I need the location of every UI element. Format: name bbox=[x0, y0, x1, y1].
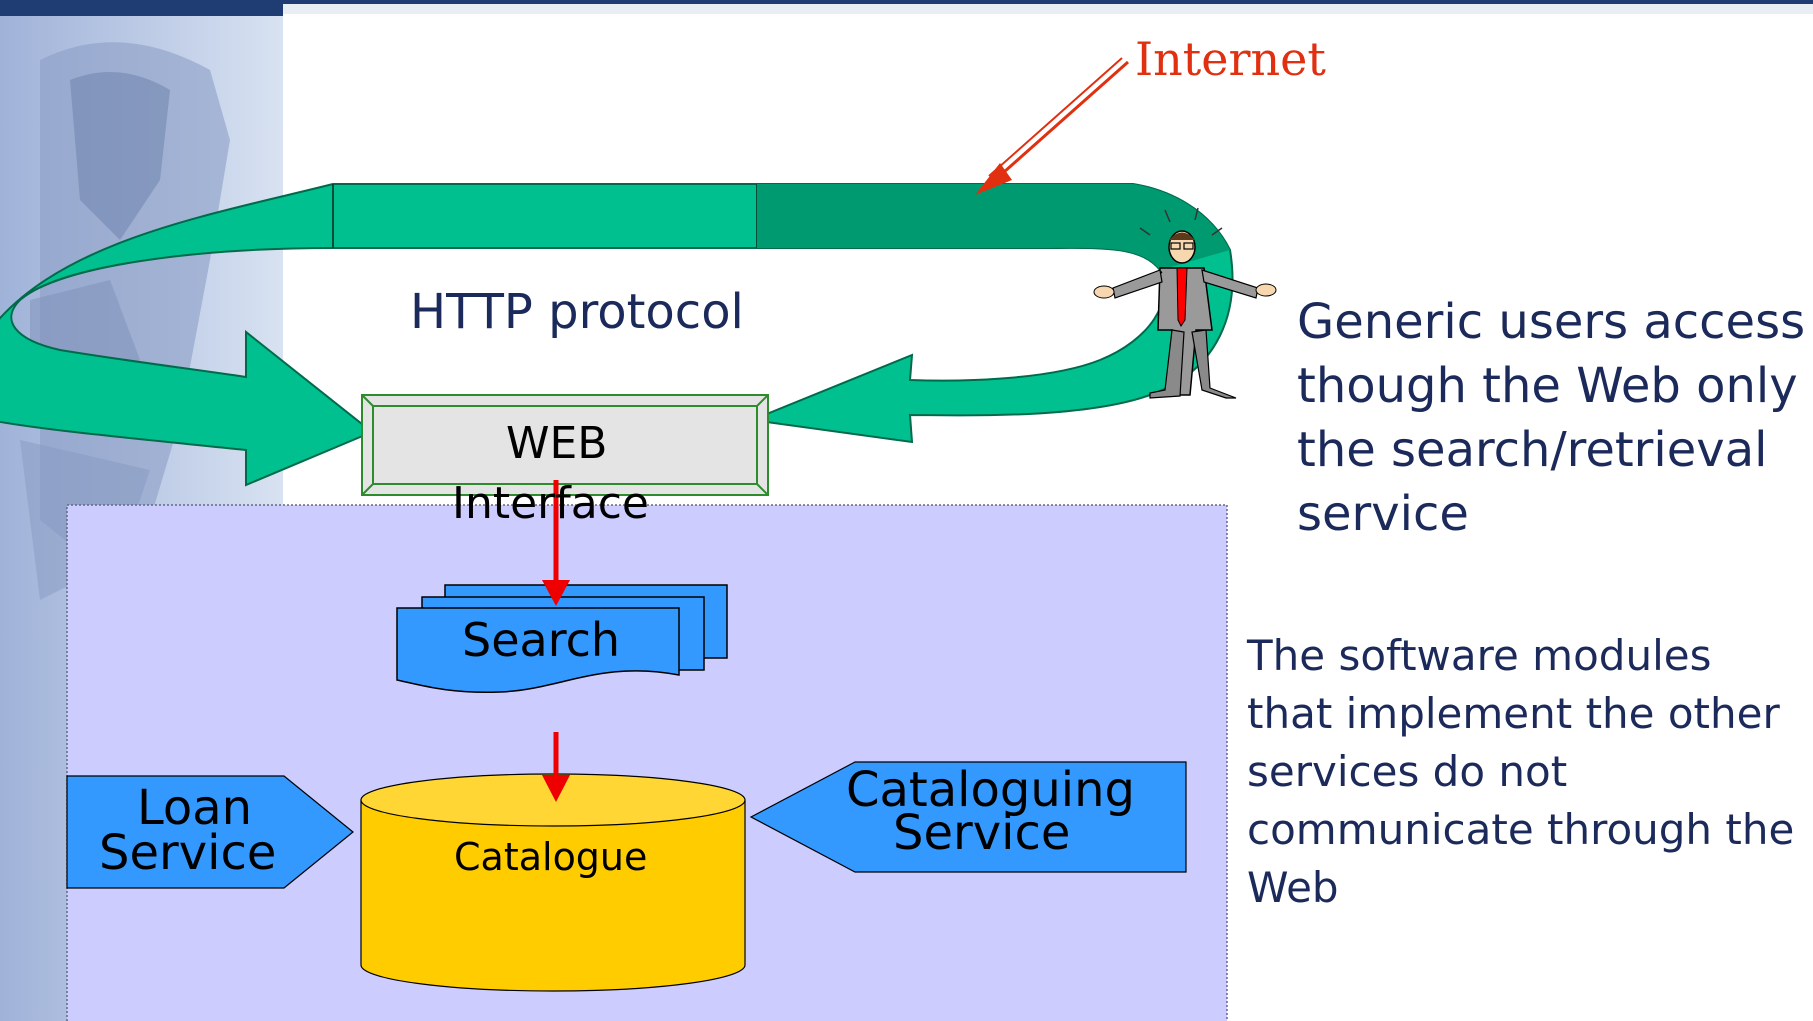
flow-arrow-search-to-catalogue bbox=[542, 732, 570, 802]
note-line: though the Web only bbox=[1297, 358, 1798, 414]
catalogue-label: Catalogue bbox=[454, 835, 648, 879]
note-line: Web bbox=[1247, 863, 1339, 912]
http-loop-arrow bbox=[0, 183, 1234, 487]
web-label: WEB bbox=[506, 418, 608, 469]
note-line: communicate through the bbox=[1247, 805, 1795, 854]
user-figure-icon bbox=[1093, 207, 1277, 399]
generic-users-note: Generic users access though the Web only… bbox=[1297, 290, 1805, 546]
internet-pointer-arrow bbox=[975, 57, 1129, 195]
loan-service-label: Service bbox=[99, 825, 277, 881]
note-line: Generic users access bbox=[1297, 294, 1806, 350]
note-line: services do not bbox=[1247, 747, 1568, 796]
loan-service-module bbox=[66, 775, 354, 889]
note-line: that implement the other bbox=[1247, 689, 1780, 738]
internet-label: Internet bbox=[1135, 32, 1326, 86]
web-interface-box bbox=[361, 394, 769, 496]
loan-label: Loan bbox=[137, 780, 253, 836]
note-line: the search/retrieval bbox=[1297, 422, 1768, 478]
note-line: service bbox=[1297, 486, 1469, 542]
catalogue-database bbox=[360, 773, 746, 992]
search-module bbox=[396, 584, 728, 694]
http-protocol-label: HTTP protocol bbox=[410, 284, 744, 340]
note-line: The software modules bbox=[1247, 631, 1712, 680]
cataloguing-service-label: Service bbox=[893, 805, 1071, 861]
cataloguing-service-module bbox=[749, 761, 1187, 873]
software-modules-note: The software modules that implement the … bbox=[1247, 627, 1794, 917]
cataloguing-label: Cataloguing bbox=[846, 762, 1135, 818]
interface-label: Interface bbox=[452, 478, 649, 529]
flow-arrow-web-to-search bbox=[542, 480, 570, 606]
search-label: Search bbox=[462, 613, 621, 667]
